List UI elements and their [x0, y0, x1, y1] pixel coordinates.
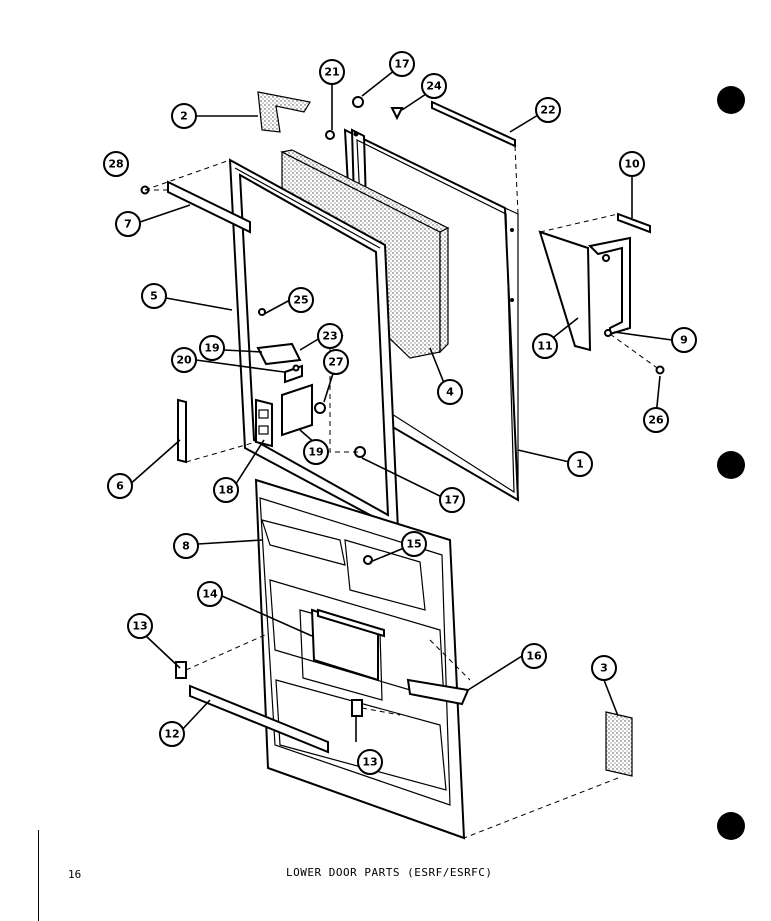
part-top-bracket: [257, 91, 311, 133]
svg-text:26: 26: [648, 414, 664, 427]
part-bottom-bar: [189, 684, 329, 754]
callout-13-left: 13: [127, 613, 153, 639]
callout-25: 25: [288, 287, 314, 313]
svg-text:9: 9: [680, 334, 688, 347]
svg-text:11: 11: [537, 340, 552, 353]
svg-text:16: 16: [526, 650, 542, 663]
part-gasket-top-strip: [167, 180, 251, 234]
svg-text:19: 19: [308, 446, 323, 459]
callout-7: 7: [115, 211, 141, 237]
svg-text:24: 24: [426, 80, 442, 93]
svg-text:2: 2: [180, 110, 188, 123]
svg-text:3: 3: [600, 662, 608, 675]
part-side-cap: [605, 711, 633, 777]
callout-20: 20: [171, 347, 197, 373]
callout-8: 8: [173, 533, 199, 559]
callout-2: 2: [171, 103, 197, 129]
assembly-lines: [144, 145, 661, 839]
callout-27: 27: [323, 349, 349, 375]
svg-text:17: 17: [394, 58, 409, 71]
svg-text:4: 4: [446, 386, 454, 399]
callout-11: 11: [532, 333, 558, 359]
callout-17-lower: 17: [439, 487, 465, 513]
svg-text:1: 1: [576, 458, 584, 471]
callout-23: 23: [317, 323, 343, 349]
margin-line: [38, 830, 39, 921]
svg-text:22: 22: [540, 104, 555, 117]
svg-text:7: 7: [124, 218, 132, 231]
svg-text:8: 8: [182, 540, 190, 553]
callout-24: 24: [421, 73, 447, 99]
svg-text:18: 18: [218, 484, 233, 497]
part-tray: [406, 678, 470, 706]
svg-text:12: 12: [164, 728, 179, 741]
svg-text:13: 13: [132, 620, 147, 633]
callout-15: 15: [401, 531, 427, 557]
callout-19: 19: [303, 439, 329, 465]
part-door-shelf: [310, 608, 385, 682]
leader-lines: [127, 65, 673, 742]
svg-text:19: 19: [204, 342, 219, 355]
svg-text:6: 6: [116, 480, 124, 493]
callout-29: 19: [199, 335, 225, 361]
svg-text:13: 13: [362, 756, 377, 769]
part-handle-assembly: [538, 212, 651, 352]
svg-text:25: 25: [293, 294, 308, 307]
callout-18: 18: [213, 477, 239, 503]
svg-text:17: 17: [444, 494, 459, 507]
callout-12: 12: [159, 721, 185, 747]
callout-5: 5: [141, 283, 167, 309]
callout-4: 4: [437, 379, 463, 405]
page-number: 16: [68, 868, 82, 881]
svg-text:10: 10: [624, 158, 640, 171]
callout-10: 10: [619, 151, 645, 177]
svg-text:14: 14: [202, 588, 218, 601]
callout-28: 28: [103, 151, 129, 177]
part-top-strip: [431, 100, 516, 148]
svg-text:5: 5: [150, 290, 158, 303]
callout-22: 22: [535, 97, 561, 123]
callout-21: 21: [319, 59, 345, 85]
svg-text:28: 28: [108, 158, 123, 171]
callout-3: 3: [591, 655, 617, 681]
svg-text:21: 21: [324, 66, 339, 79]
callout-9: 9: [671, 327, 697, 353]
callout-13-lower: 13: [357, 749, 383, 775]
svg-text:23: 23: [322, 330, 337, 343]
svg-text:15: 15: [406, 538, 421, 551]
part-side-strip: [177, 398, 187, 464]
part-switch: [255, 398, 273, 448]
svg-text:20: 20: [176, 354, 192, 367]
callout-26-right: 26: [643, 407, 669, 433]
callout-14: 14: [197, 581, 223, 607]
callout-6: 6: [107, 473, 133, 499]
callout-16: 16: [521, 643, 547, 669]
binder-holes: [717, 86, 745, 840]
page-caption: LOWER DOOR PARTS (ESRF/ESRFC): [286, 866, 493, 879]
callout-1: 1: [567, 451, 593, 477]
callout-17-upper: 17: [389, 51, 415, 77]
svg-text:27: 27: [328, 356, 343, 369]
